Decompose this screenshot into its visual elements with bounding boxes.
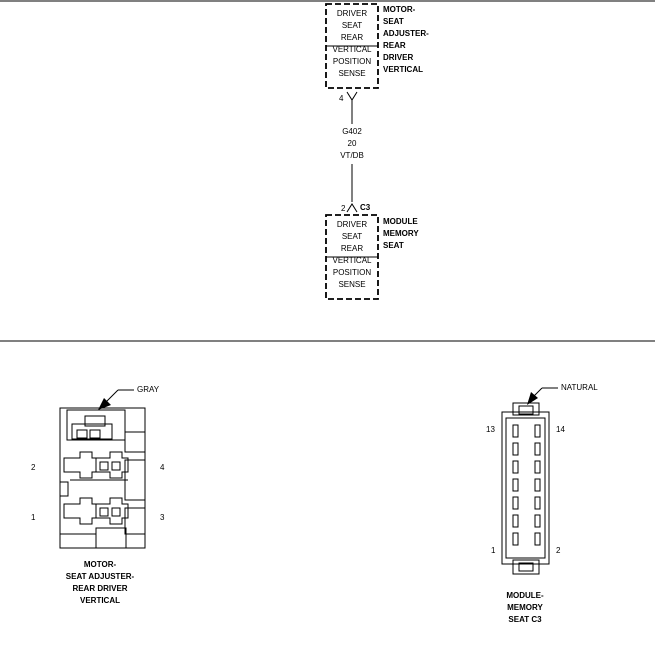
top-name-line-4: REAR <box>383 41 406 50</box>
top-pin-line-4: VERTICAL <box>332 45 372 54</box>
bottom-name-line-3: SEAT <box>383 241 404 250</box>
top-pin-line-6: SENSE <box>338 69 366 78</box>
bottom-component-name: MODULE MEMORY SEAT <box>383 216 419 252</box>
gray-caption-line-2: SEAT ADJUSTER- <box>65 572 135 581</box>
top-pin-line-5: POSITION <box>332 57 372 66</box>
wire-label: G402 20 VT/DB <box>332 126 372 162</box>
bottom-pin-line-2: SEAT <box>341 232 363 241</box>
natural-caption-line-2: MEMORY <box>507 603 543 612</box>
bottom-pin-line-6: SENSE <box>338 280 366 289</box>
gray-leader-arrow <box>98 389 134 410</box>
gray-connector-face <box>59 407 146 549</box>
bottom-pin-number: 2 <box>341 204 346 213</box>
top-component-box <box>325 3 379 89</box>
gray-pin-3-label: 3 <box>160 513 165 522</box>
circuit-wire <box>346 91 358 213</box>
natural-caption-line-3: SEAT C3 <box>508 615 542 624</box>
bottom-pin-line-5: POSITION <box>332 268 372 277</box>
top-name-line-1: MOTOR- <box>383 5 416 14</box>
bottom-pin-line-4: VERTICAL <box>332 256 372 265</box>
gray-caption-line-3: REAR DRIVER <box>72 584 128 593</box>
wire-gauge: 20 <box>347 139 357 148</box>
bottom-pin-function-block: DRIVER SEAT REAR VERTICAL POSITION SENSE <box>328 219 376 291</box>
bottom-component-box <box>325 214 379 300</box>
gray-connector-caption: MOTOR- SEAT ADJUSTER- REAR DRIVER VERTIC… <box>50 559 150 607</box>
gray-pin-2-label: 2 <box>31 463 36 472</box>
natural-pin-1-label: 1 <box>491 546 496 555</box>
gray-caption-line-1: MOTOR- <box>83 560 117 569</box>
bottom-pin-line-3: REAR <box>340 244 364 253</box>
top-pin-line-1: DRIVER <box>336 9 368 18</box>
top-pin-line-3: REAR <box>340 33 364 42</box>
gray-color-label: GRAY <box>137 385 160 394</box>
natural-connector-face <box>501 402 550 575</box>
natural-pin-14-label: 14 <box>556 425 565 434</box>
gray-pin-1-label: 1 <box>31 513 36 522</box>
natural-connector-caption: MODULE- MEMORY SEAT C3 <box>480 590 570 626</box>
gray-caption-line-4: VERTICAL <box>80 596 120 605</box>
wire-color: VT/DB <box>340 151 364 160</box>
natural-color-label: NATURAL <box>561 383 598 392</box>
bottom-connector-id: C3 <box>360 203 371 212</box>
top-pin-number: 4 <box>339 94 344 103</box>
top-name-line-6: VERTICAL <box>383 65 423 74</box>
bottom-pin-line-1: DRIVER <box>336 220 368 229</box>
wire-circuit: G402 <box>342 127 362 136</box>
top-name-line-3: ADJUSTER- <box>383 29 429 38</box>
natural-pin-2-label: 2 <box>556 546 561 555</box>
bottom-name-line-1: MODULE <box>383 217 418 226</box>
top-component-name: MOTOR- SEAT ADJUSTER- REAR DRIVER VERTIC… <box>383 4 429 76</box>
gray-pin-4-label: 4 <box>160 463 165 472</box>
top-name-line-5: DRIVER <box>383 53 414 62</box>
top-pin-function-block: DRIVER SEAT REAR VERTICAL POSITION SENSE <box>328 8 376 80</box>
bottom-name-line-2: MEMORY <box>383 229 419 238</box>
natural-leader-arrow <box>527 387 558 405</box>
natural-caption-line-1: MODULE- <box>506 591 544 600</box>
natural-pin-13-label: 13 <box>486 425 495 434</box>
top-name-line-2: SEAT <box>383 17 404 26</box>
top-pin-line-2: SEAT <box>341 21 363 30</box>
